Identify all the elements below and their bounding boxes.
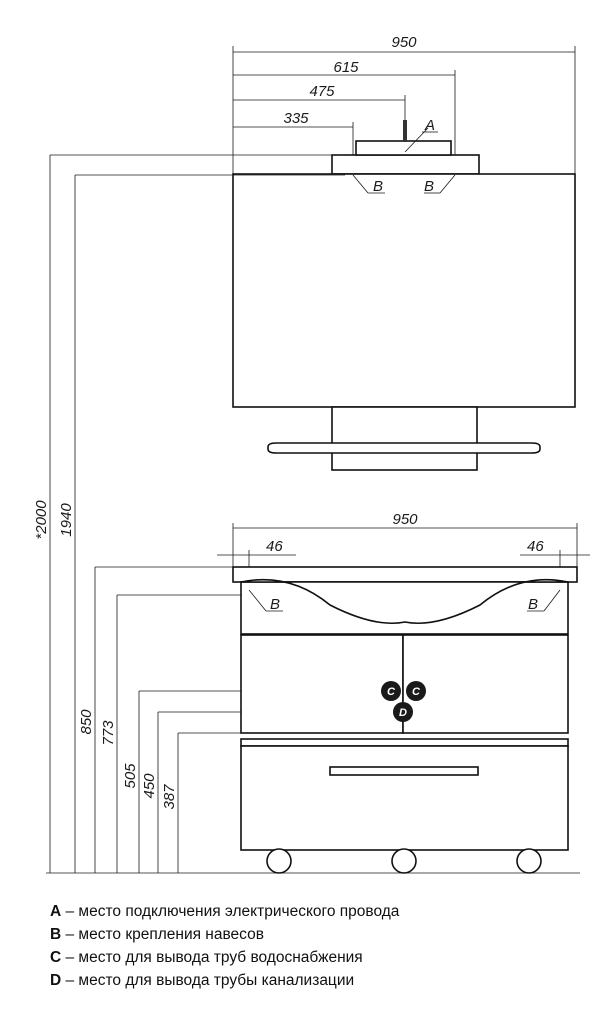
legend-item-a: A – место подключения электрического про… xyxy=(50,903,400,920)
marker-a: A xyxy=(404,117,438,153)
marker-d-label: D xyxy=(399,707,407,719)
marker-b-label: B xyxy=(270,596,280,613)
vanity-cabinet: 950 46 46 B B C xyxy=(217,511,590,874)
drawer-handle xyxy=(329,766,479,776)
mirror-body xyxy=(232,173,576,408)
dim-505: 505 xyxy=(122,763,139,789)
mirror-cabinet: 950 615 475 335 A B B xyxy=(232,34,576,471)
dim-335: 335 xyxy=(283,110,309,127)
top-light-fixture xyxy=(331,120,480,175)
countertop xyxy=(232,566,578,583)
legend-item-b: B – место крепления навесов xyxy=(50,926,264,943)
marker-b-cabinet-left: B xyxy=(248,589,283,613)
technical-drawing: 950 615 475 335 A B B xyxy=(33,34,590,874)
marker-c-right: C xyxy=(406,681,426,701)
dim-total-height: *2000 xyxy=(33,500,50,540)
dim-773: 773 xyxy=(100,720,117,746)
marker-a-label: A xyxy=(424,117,435,134)
marker-b-cabinet-right: B xyxy=(527,589,561,613)
wheel-left xyxy=(266,848,292,874)
left-door xyxy=(240,634,404,734)
marker-b-mirror-left: B xyxy=(352,174,385,195)
drawer-top-rail xyxy=(240,738,569,747)
marker-b-label: B xyxy=(373,178,383,195)
dim-right-offset: 46 xyxy=(527,538,544,555)
marker-c-left: C xyxy=(381,681,401,701)
dim-left-offset: 46 xyxy=(266,538,283,555)
glass-shelf xyxy=(267,442,541,454)
legend-item-d: D – место для вывода трубы канализации xyxy=(50,972,355,989)
legend-item-c: C – место для вывода труб водоснабжения xyxy=(50,949,363,966)
legend: A – место подключения электрического про… xyxy=(50,900,590,992)
dim-cabinet-width: 950 xyxy=(392,511,418,528)
marker-c-label: C xyxy=(387,686,396,698)
dim-615: 615 xyxy=(333,59,359,76)
dim-mirror-width: 950 xyxy=(391,34,417,51)
height-dimensions: *2000 1940 850 773 505 450 387 xyxy=(33,154,580,874)
dim-475: 475 xyxy=(309,83,335,100)
marker-b-label: B xyxy=(424,178,434,195)
wheel-right xyxy=(516,848,542,874)
dim-450: 450 xyxy=(141,773,158,799)
bottom-drawer xyxy=(240,745,569,851)
sink-bowl xyxy=(240,578,569,625)
power-wire-icon xyxy=(403,120,407,142)
marker-c-label: C xyxy=(412,686,421,698)
marker-b-mirror-right: B xyxy=(424,174,456,195)
dim-387: 387 xyxy=(161,784,178,810)
dim-1940: 1940 xyxy=(58,503,75,537)
dim-850: 850 xyxy=(78,709,95,735)
top-dimensions: 950 615 475 335 xyxy=(232,34,576,175)
wheel-middle xyxy=(391,848,417,874)
cabinet-dimensions: 950 46 46 xyxy=(217,511,590,590)
marker-b-label: B xyxy=(528,596,538,613)
marker-d: D xyxy=(393,702,413,722)
mirror-lower-box xyxy=(331,406,478,471)
right-door xyxy=(402,634,569,734)
